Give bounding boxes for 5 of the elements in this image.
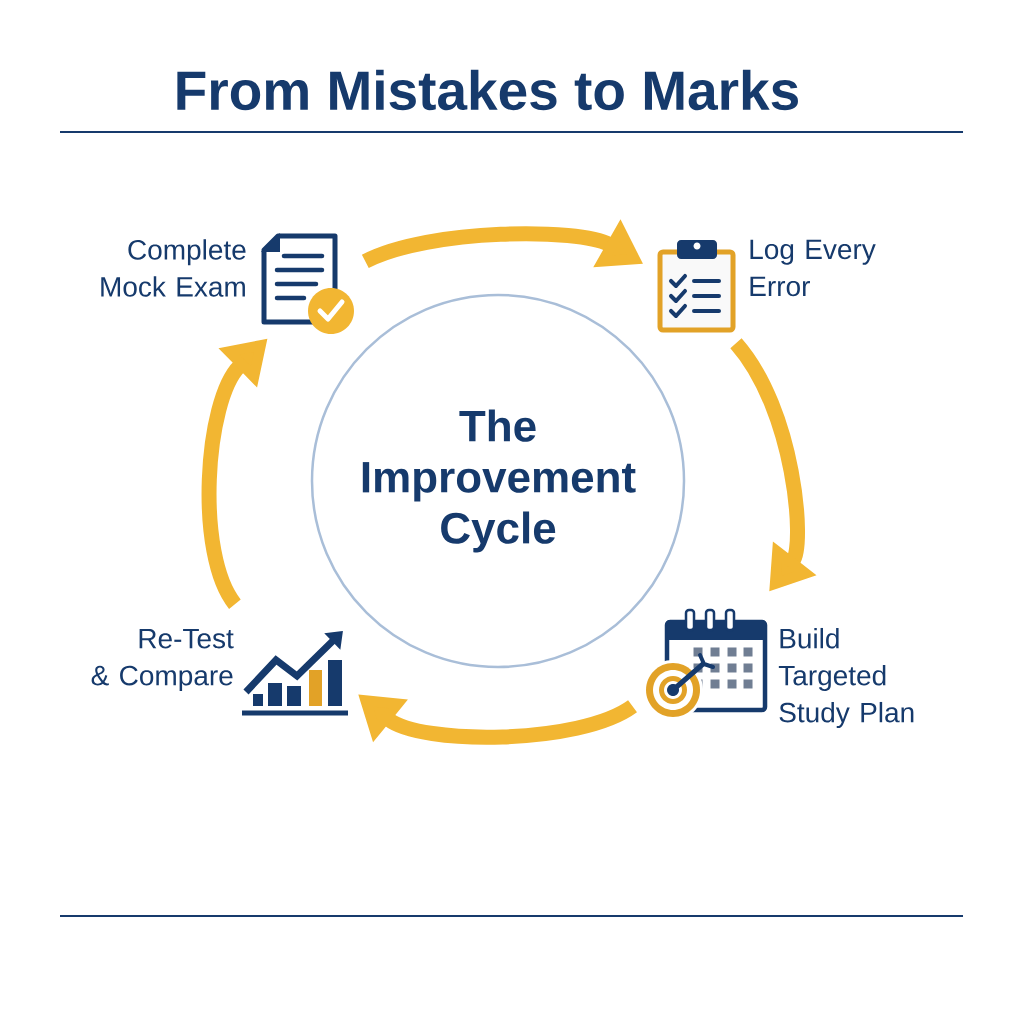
step-label: Log Every Error <box>750 239 876 297</box>
step-label: Complete Mock Exam <box>101 239 246 297</box>
title: From Mistakes to Marks <box>177 69 798 111</box>
step-label: Re-Test & Compare <box>91 628 234 691</box>
step-label: Build Targeted Study Plan <box>778 627 914 729</box>
